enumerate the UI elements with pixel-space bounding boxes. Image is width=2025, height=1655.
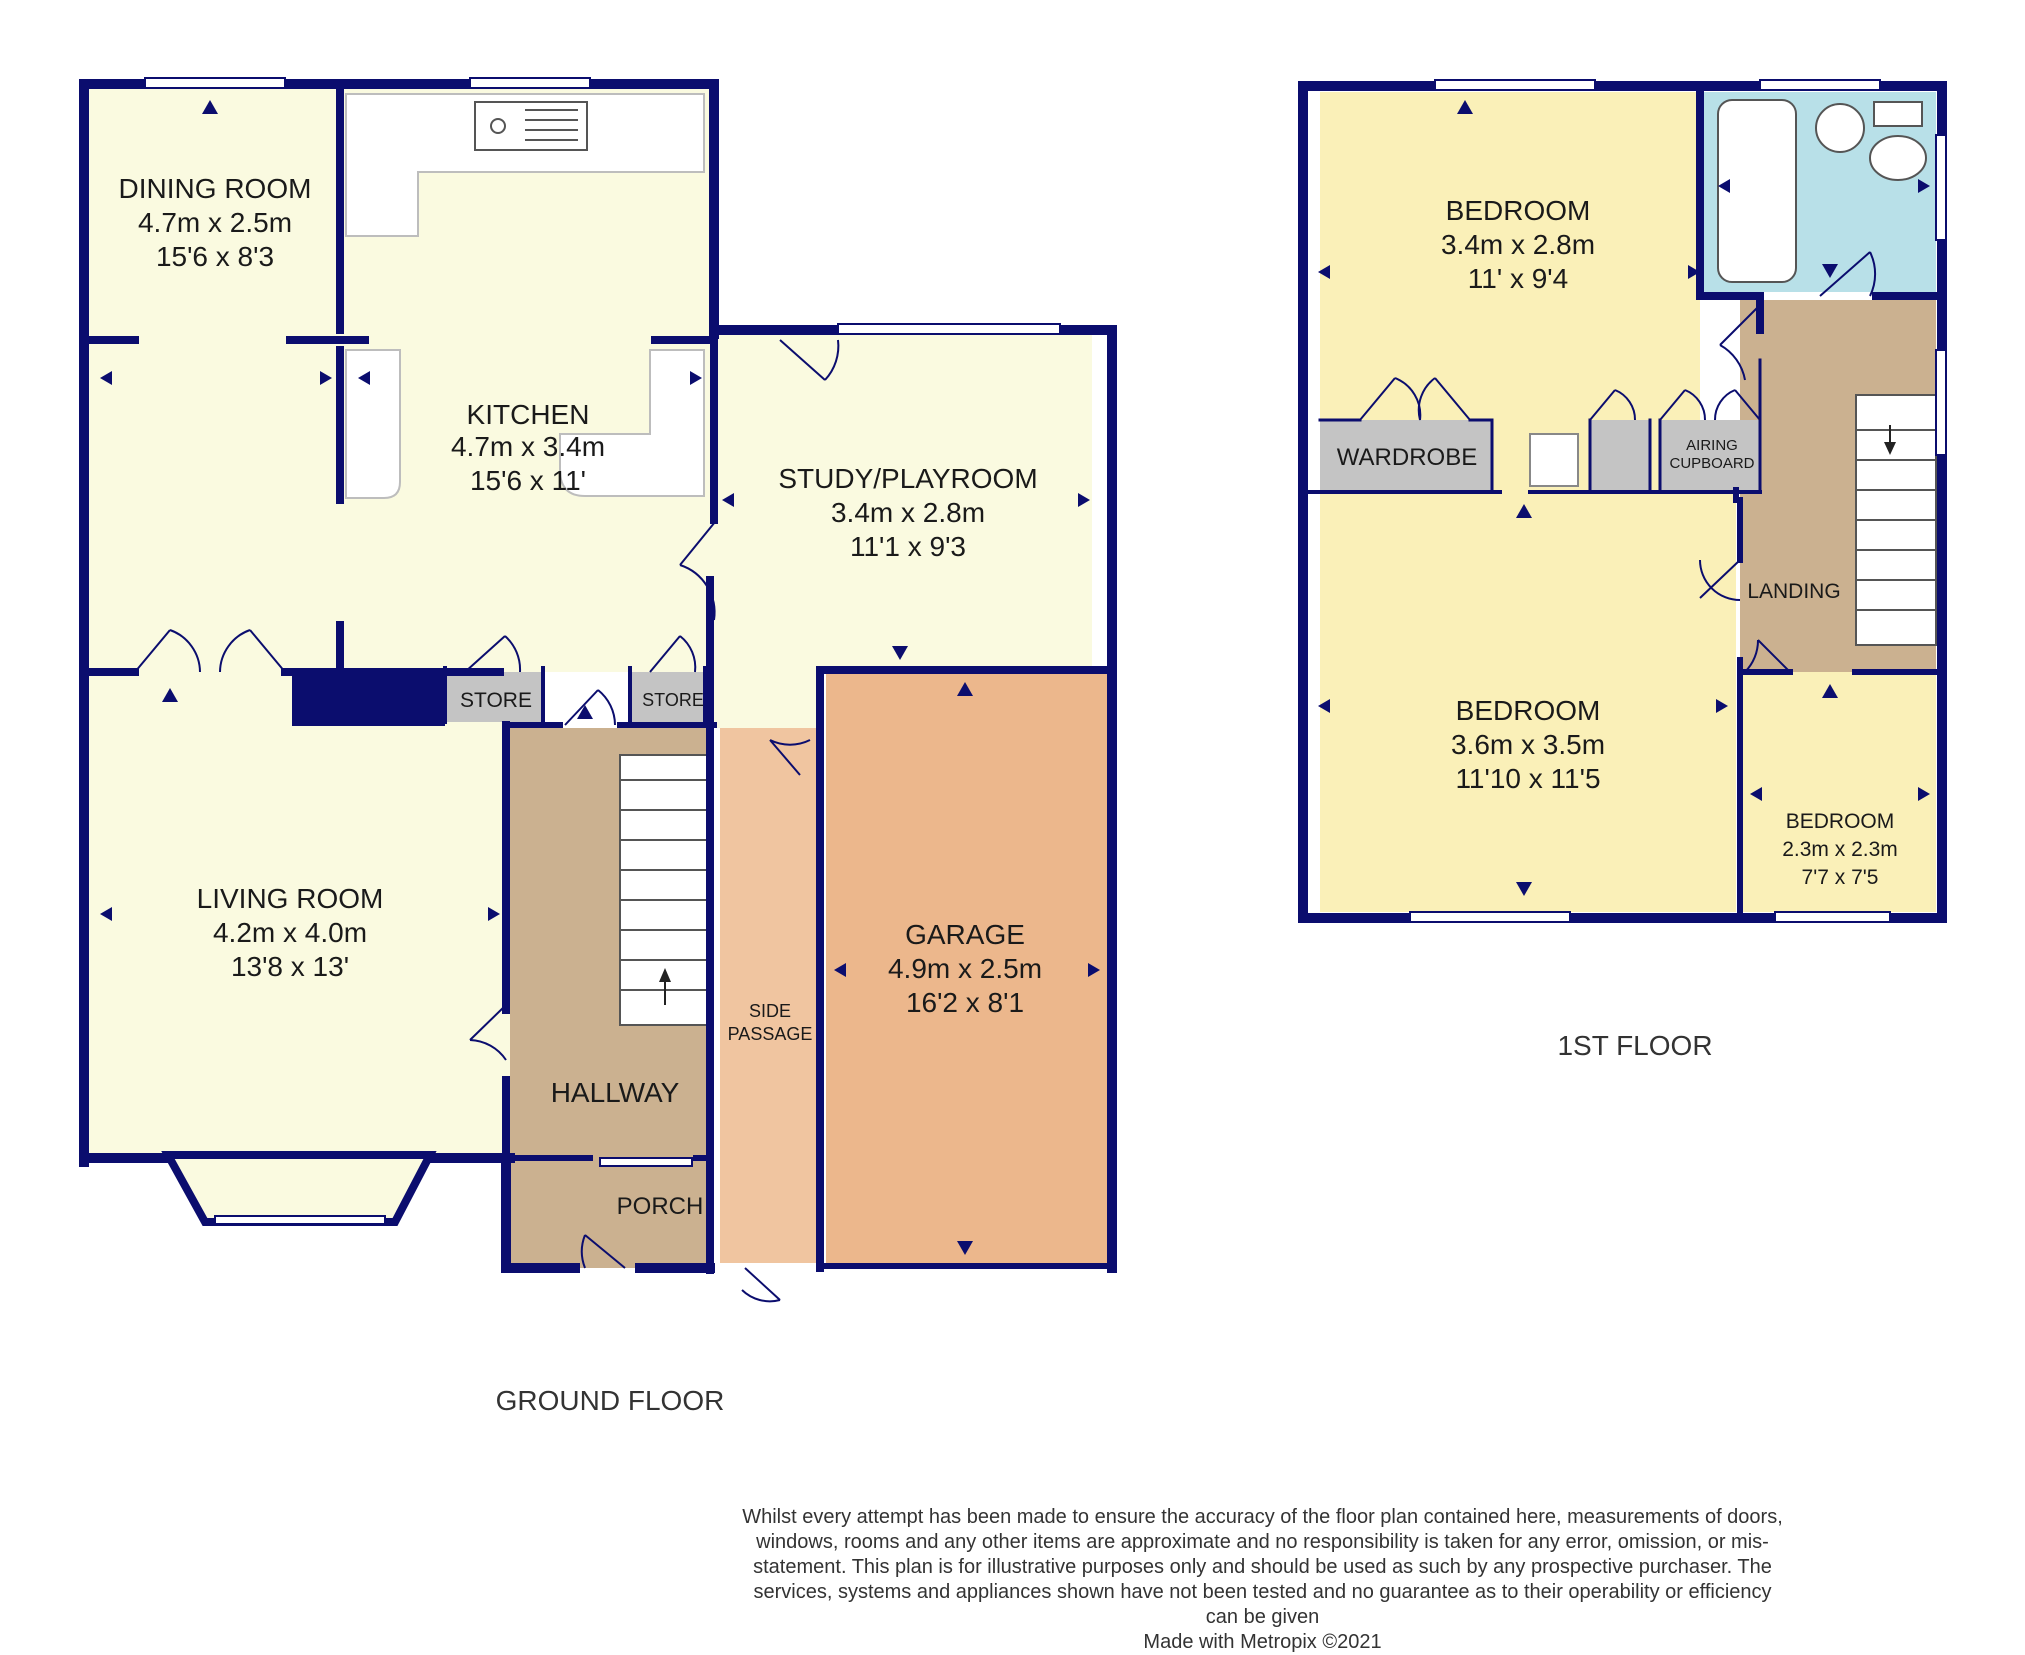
bedroom3-area (1740, 672, 1936, 912)
landing-name: LANDING (1747, 580, 1840, 603)
dining-room-metric: 4.7m x 2.5m (138, 207, 292, 238)
garage-imperial: 16'2 x 8'1 (906, 987, 1024, 1018)
ground-floor-doors (134, 339, 840, 1303)
ground-floor-measurement-arrows (100, 100, 1100, 1255)
chimney-box (1529, 433, 1579, 487)
metropix-credit: Made with Metropix ©2021 (1143, 1631, 1382, 1653)
airing-cupboard-line2: CUPBOARD (1669, 455, 1754, 472)
bedroom3-name: BEDROOM (1786, 810, 1895, 833)
airing-cupboard-line1: AIRING (1686, 437, 1738, 454)
first-floor-doors (1359, 251, 1877, 673)
kitchen-imperial: 15'6 x 11' (470, 465, 586, 496)
first-floor-measurement-arrows (1318, 100, 1930, 896)
garage-name: GARAGE (905, 919, 1025, 950)
kitchen-metric: 4.7m x 3.4m (451, 431, 605, 462)
wardrobe-area (1320, 420, 1492, 490)
worktop-top (345, 93, 705, 237)
wardrobe-name: WARDROBE (1337, 444, 1477, 471)
dining-room-area (88, 88, 340, 672)
ground-floor-title: GROUND FLOOR (496, 1385, 725, 1416)
store-left-name: STORE (460, 689, 532, 712)
porch-window (599, 1157, 693, 1167)
first-floor-windows (1409, 79, 1947, 923)
chimney-breast (292, 668, 445, 726)
living-room-imperial: 13'8 x 13' (231, 951, 349, 982)
side-passage-area (720, 728, 820, 1263)
disclaimer-text: Whilst every attempt has been made to en… (742, 1506, 1783, 1628)
study-metric: 3.4m x 2.8m (831, 497, 985, 528)
ground-floor-walls (79, 79, 1117, 1274)
bedroom2-name: BEDROOM (1456, 695, 1601, 726)
store-right-area (630, 672, 705, 722)
basin-icon (1815, 103, 1865, 153)
worktop-left (345, 349, 401, 499)
airing-cupboard-area (1660, 420, 1760, 490)
kitchen-worktops (345, 93, 705, 499)
first-floor-title: 1ST FLOOR (1557, 1030, 1712, 1061)
store-left-area (445, 672, 543, 722)
store-right-name: STORE (642, 690, 704, 710)
first-floor-walls (1298, 81, 1947, 923)
porch-name: PORCH (617, 1193, 704, 1220)
bedroom2-metric: 3.6m x 3.5m (1451, 729, 1605, 760)
study-area (710, 334, 1092, 672)
living-room-area (88, 672, 510, 1160)
ground-floor-plan: DINING ROOM 4.7m x 2.5m 15'6 x 8'3 KITCH… (79, 77, 1117, 1416)
first-floor-plan: BEDROOM 3.4m x 2.8m 11' x 9'4 BEDROOM 3.… (1298, 79, 1947, 1061)
bay-window-area (168, 1155, 430, 1222)
bedroom1-name: BEDROOM (1446, 195, 1591, 226)
side-passage-line1: SIDE (749, 1001, 791, 1021)
living-room-metric: 4.2m x 4.0m (213, 917, 367, 948)
bedroom3-imperial: 7'7 x 7'5 (1802, 866, 1879, 889)
hallway-name: HALLWAY (551, 1077, 680, 1108)
dining-room-name: DINING ROOM (119, 173, 312, 204)
ground-floor-labels: DINING ROOM 4.7m x 2.5m 15'6 x 8'3 KITCH… (119, 173, 1042, 1416)
study-lower-area (710, 672, 820, 728)
garage-metric: 4.9m x 2.5m (888, 953, 1042, 984)
bedroom1-metric: 3.4m x 2.8m (1441, 229, 1595, 260)
bedroom1-imperial: 11' x 9'4 (1468, 263, 1568, 294)
bedroom3-metric: 2.3m x 2.3m (1782, 838, 1898, 861)
kitchen-name: KITCHEN (467, 399, 590, 430)
study-imperial: 11'1 x 9'3 (850, 531, 966, 562)
toilet-icon (1869, 135, 1927, 181)
cupboard-small-area (1590, 420, 1650, 490)
dining-room-imperial: 15'6 x 8'3 (156, 241, 274, 272)
bath-icon (1717, 99, 1797, 283)
bedroom2-area (1320, 492, 1736, 912)
sink-icon (474, 101, 588, 151)
study-name: STUDY/PLAYROOM (778, 463, 1037, 494)
bathroom-fixtures (1717, 99, 1927, 283)
ground-staircase (619, 754, 709, 1026)
first-floor-labels: BEDROOM 3.4m x 2.8m 11' x 9'4 BEDROOM 3.… (1337, 195, 1898, 1061)
disclaimer: Whilst every attempt has been made to en… (740, 1505, 1785, 1655)
garage-area (826, 672, 1108, 1268)
living-room-name: LIVING ROOM (197, 883, 384, 914)
ground-floor-windows (144, 77, 1061, 1225)
bedroom2-imperial: 11'10 x 11'5 (1455, 763, 1600, 794)
worktop-right (559, 349, 705, 497)
first-floor-staircase (1855, 394, 1937, 646)
side-passage-line2: PASSAGE (728, 1024, 813, 1044)
